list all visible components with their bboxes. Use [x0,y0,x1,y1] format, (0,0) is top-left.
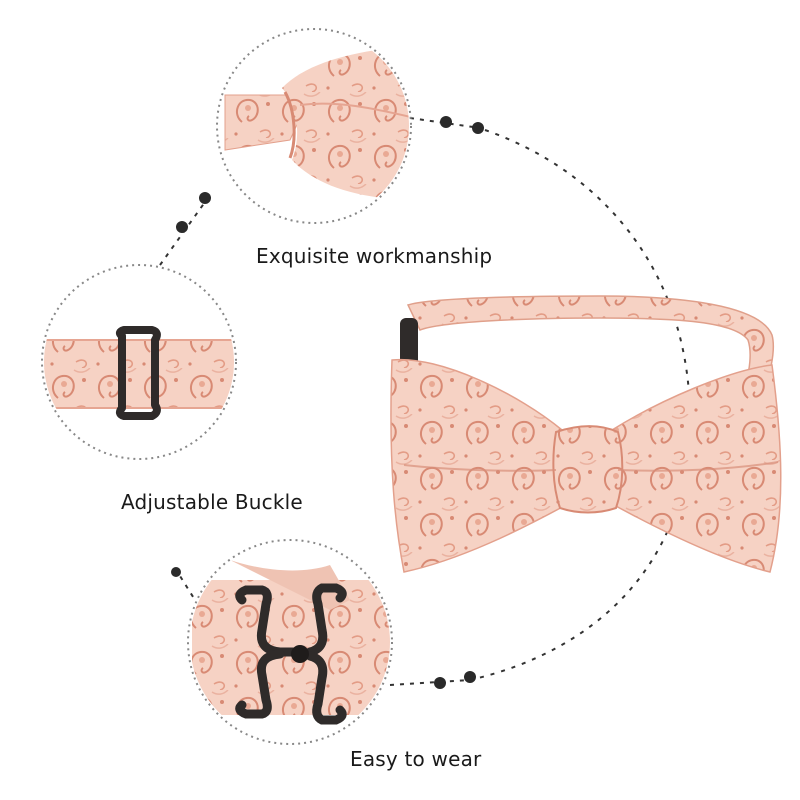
connector-dot [440,116,452,128]
detail-ring-2 [41,264,237,460]
connector-left-lower [174,567,196,601]
connector-dot [472,122,484,134]
detail-ring-3 [187,539,393,745]
feature-caption-easy-wear: Easy to wear [350,747,482,771]
connector-bottom-right [389,679,471,686]
feature-caption-buckle: Adjustable Buckle [121,490,303,514]
feature-caption-workmanship: Exquisite workmanship [256,244,493,268]
connector-top-right [409,117,481,129]
connector-dot [199,192,211,204]
detail-hook-closeup [190,542,390,742]
detail-buckle-closeup [44,267,234,457]
detail-ring-1 [216,28,412,224]
product-bow-tie [390,295,782,573]
connector-dot [171,567,181,577]
connector-dot [434,677,446,689]
detail-knot-closeup [219,31,409,221]
connector-dot [176,221,188,233]
connector-dot [464,671,476,683]
